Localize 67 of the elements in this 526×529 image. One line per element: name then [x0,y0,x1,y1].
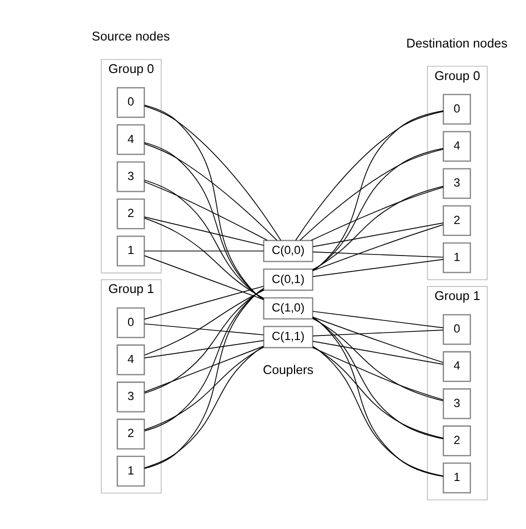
connector [312,316,444,363]
connector [144,340,264,358]
node-box: 0 [442,314,472,345]
connector [144,142,264,300]
connector [300,148,444,241]
node-box: C(0,0) [263,240,314,262]
node-box: 1 [116,236,145,266]
connector [312,317,444,440]
connector [312,148,444,271]
connector [312,347,444,400]
connector [144,104,264,300]
connector [144,288,264,394]
connector [144,323,264,336]
connector [144,250,264,252]
node-box: 1 [442,462,472,494]
connector [312,110,444,272]
connector [312,222,444,248]
connector [144,346,264,392]
node-box: 0 [116,87,145,118]
label: Source nodes [92,30,170,44]
node-box: 3 [116,382,145,412]
node-box: 4 [116,344,145,376]
node-box: 4 [442,131,472,162]
connector [312,186,444,270]
node-box: 3 [116,161,145,192]
connector [144,218,264,299]
connector [144,180,264,300]
node-box: 2 [442,425,472,456]
connector [144,106,282,241]
connector [310,186,444,241]
connector [295,111,444,241]
node-box: 2 [116,418,145,450]
connector [144,181,268,241]
node-box: C(1,0) [263,297,314,320]
node-box: 0 [442,94,472,125]
connector [144,288,264,432]
node-box: 1 [116,456,145,487]
node-box: 1 [442,242,472,274]
connector [312,340,444,365]
node-box: C(1,1) [263,326,314,348]
label: Destination nodes [406,36,508,50]
node-box: 3 [442,388,472,420]
connector [144,346,264,430]
connector [312,224,444,272]
connector [144,288,264,469]
connector [312,316,444,477]
connector [312,252,444,258]
connector [144,216,264,246]
connector [312,346,444,476]
connector [144,290,264,356]
connector [144,286,264,320]
connector [312,318,444,402]
node-box: 2 [442,205,472,236]
connector [312,330,444,336]
connector [144,143,278,241]
node-box: 3 [442,168,472,199]
connector [144,346,264,468]
connector [144,255,264,300]
node-box: 4 [442,351,472,382]
node-box: 2 [116,198,145,230]
node-box: 4 [116,124,145,156]
node-box: 0 [116,307,145,338]
connector [312,346,444,439]
node-box: C(0,1) [263,268,314,291]
connector [312,259,444,277]
label: Couplers [262,362,314,377]
connector [312,310,444,328]
